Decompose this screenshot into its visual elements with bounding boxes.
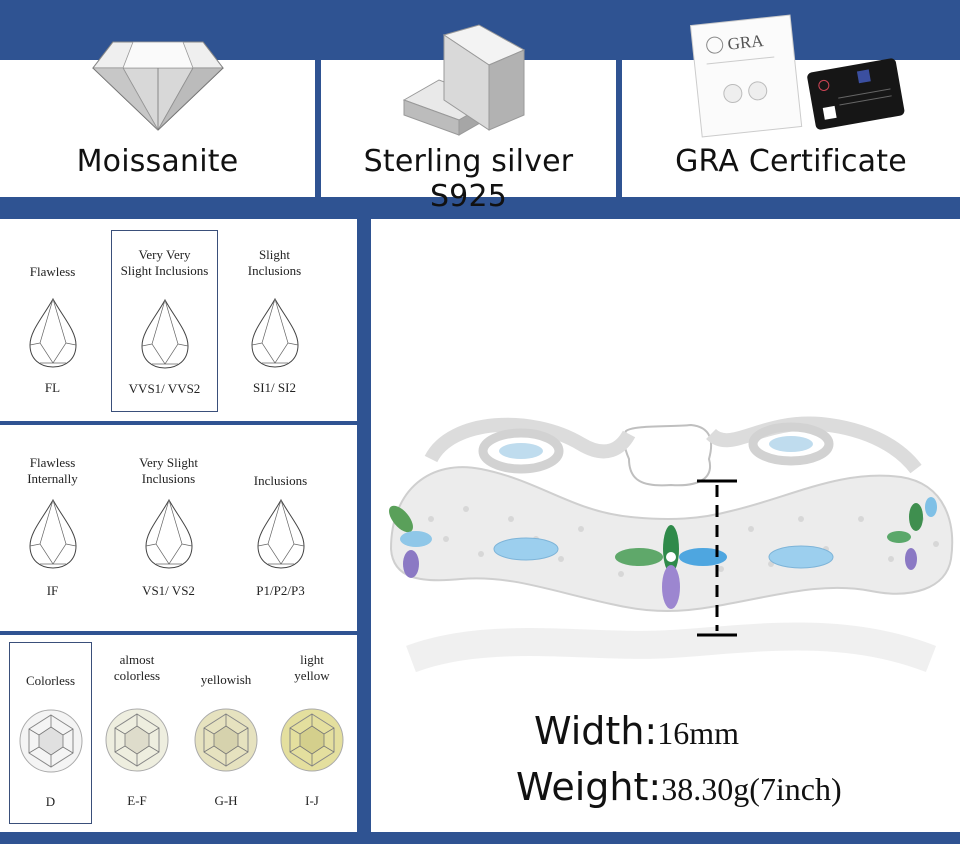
gra-logo-text: GRA xyxy=(727,31,765,54)
color-ef: almost colorless E-F xyxy=(95,642,179,824)
clarity-p: Inclusions P1/P2/P3 xyxy=(228,425,333,631)
clarity-chart-row1: Flawless FL Very Very Slight Inclusions … xyxy=(0,219,357,421)
clarity-label: Very Slight Inclusions xyxy=(139,455,198,486)
diamond-icon xyxy=(0,15,315,140)
clarity-si: Slight Inclusions SI1/ SI2 xyxy=(222,229,327,411)
pear-diamond-icon xyxy=(28,498,77,569)
pear-diamond-icon xyxy=(250,297,299,368)
color-gh: yellowish G-H xyxy=(184,642,268,824)
color-label: light yellow xyxy=(294,652,330,683)
round-diamond-icon xyxy=(105,708,169,772)
color-code: E-F xyxy=(127,793,147,808)
feature-card-certificate: GRA GRA Certificate xyxy=(622,14,960,197)
width-spec: Width:16mm xyxy=(534,709,739,753)
feature-card-silver: Sterling silver S925 xyxy=(321,24,616,214)
color-code: I-J xyxy=(305,793,319,808)
product-panel: Width:16mm Weight:38.30g(7inch) xyxy=(371,219,960,832)
silver-bar-icon xyxy=(321,15,616,140)
clarity-label: Flawless Internally xyxy=(27,455,78,486)
color-code: G-H xyxy=(214,793,238,808)
width-label: Width: xyxy=(534,709,658,753)
bracelet-image xyxy=(389,416,954,673)
marquise-stones xyxy=(493,537,834,569)
pear-diamond-icon xyxy=(140,298,189,369)
clarity-code: FL xyxy=(44,380,61,395)
weight-value: 38.30g(7inch) xyxy=(661,771,842,807)
clarity-vvs: Very Very Slight Inclusions VVS1/ VVS2 xyxy=(111,230,218,412)
color-label: yellowish xyxy=(200,672,252,687)
clover-stones-center xyxy=(615,525,727,609)
color-label: almost colorless xyxy=(113,652,161,683)
clarity-chart-row2: Flawless Internally IF Very Slight Inclu… xyxy=(0,425,357,631)
clarity-code: SI1/ SI2 xyxy=(253,380,296,395)
color-d: Colorless D xyxy=(9,642,92,824)
clarity-vs: Very Slight Inclusions VS1/ VS2 xyxy=(115,425,222,631)
clarity-label: Inclusions xyxy=(253,473,308,488)
feature-card-moissanite: Moissanite xyxy=(0,41,315,197)
color-label: Colorless xyxy=(25,673,76,688)
clarity-code: VVS1/ VVS2 xyxy=(128,381,201,396)
clarity-code: IF xyxy=(46,583,59,598)
width-value: 16mm xyxy=(657,715,739,751)
pear-diamond-icon xyxy=(144,498,193,569)
clarity-label: Slight Inclusions xyxy=(247,247,302,278)
clarity-fl: Flawless FL xyxy=(0,229,105,411)
clover-stones-left xyxy=(389,505,432,578)
certificate-icon: GRA xyxy=(622,10,960,140)
pear-diamond-icon xyxy=(256,498,305,569)
color-ij: light yellow I-J xyxy=(270,642,354,824)
clarity-label: Flawless xyxy=(29,264,76,279)
clarity-code: VS1/ VS2 xyxy=(142,583,195,598)
weight-label: Weight: xyxy=(516,765,662,809)
round-diamond-icon xyxy=(194,708,258,772)
feature-label: Moissanite xyxy=(76,144,239,179)
feature-label: Sterling silver S925 xyxy=(363,144,574,214)
weight-spec: Weight:38.30g(7inch) xyxy=(516,765,842,809)
round-diamond-icon xyxy=(19,709,82,773)
clarity-label: Very Very Slight Inclusions xyxy=(120,247,209,278)
feature-label: GRA Certificate xyxy=(675,144,907,179)
width-measure-line xyxy=(697,479,737,637)
color-grade-chart: Colorless D almost colorless E-F yellowi… xyxy=(0,635,357,832)
pear-diamond-icon xyxy=(28,297,77,368)
color-code: D xyxy=(45,794,56,809)
clover-stones-right xyxy=(887,497,937,570)
clarity-code: P1/P2/P3 xyxy=(256,583,305,598)
round-diamond-icon xyxy=(280,708,344,772)
clarity-if: Flawless Internally IF xyxy=(0,425,105,631)
